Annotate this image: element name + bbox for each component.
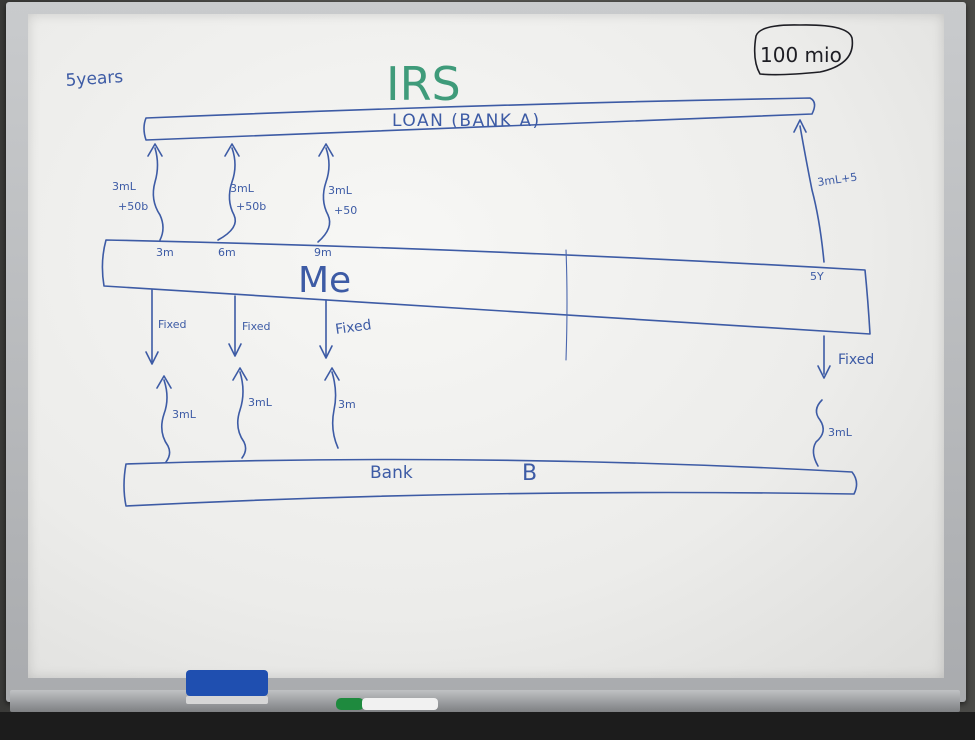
upper-arrow-3 — [317, 147, 331, 243]
upper-spread-1: +50b — [118, 200, 148, 213]
notional-box — [753, 24, 854, 76]
upper-period-4: 5Y — [810, 270, 824, 283]
fixed-arrowhead-3 — [319, 345, 333, 359]
lower-arrow-4 — [812, 399, 824, 467]
me-label: Me — [298, 260, 351, 301]
fixed-label-1: Fixed — [158, 318, 187, 331]
me-bar — [101, 239, 871, 335]
upper-arrowhead-2 — [224, 143, 240, 157]
marker-body — [362, 698, 438, 710]
upper-arrowhead-3 — [318, 143, 334, 157]
lower-label-4: 3mL — [828, 426, 853, 439]
bank-b-letter: B — [522, 461, 537, 486]
fixed-arrowhead-2 — [228, 343, 242, 357]
fixed-arrowhead-4 — [817, 365, 831, 379]
loan-bank-a-bar — [143, 97, 816, 141]
upper-period-1: 3m — [156, 246, 174, 259]
me-bar-divider — [565, 249, 568, 361]
marker-cap — [336, 698, 364, 710]
upper-period-2: 6m — [218, 246, 236, 259]
lower-label-2: 3mL — [248, 396, 273, 409]
upper-rate-3: 3mL — [328, 184, 353, 197]
lower-label-1: 3mL — [172, 408, 197, 421]
lower-arrow-2 — [236, 371, 247, 459]
upper-arrow-2 — [217, 147, 237, 241]
lower-arrowhead-1 — [156, 375, 172, 389]
eraser-felt — [186, 696, 268, 704]
bank-b-bar — [123, 458, 858, 507]
upper-spread-3: +50 — [334, 204, 357, 217]
floor — [0, 712, 975, 740]
fixed-label-4: Fixed — [838, 352, 874, 368]
notional-label: 100 mio — [760, 43, 842, 67]
lower-arrowhead-2 — [232, 367, 248, 381]
upper-rate-2: 3mL — [230, 182, 255, 195]
lower-arrow-1 — [160, 379, 171, 463]
upper-spread-2: +50b — [236, 200, 266, 213]
eraser — [186, 670, 268, 696]
fixed-label-3: Fixed — [334, 317, 372, 338]
term-label: 5years — [65, 67, 124, 91]
bank-b-label: Bank — [370, 463, 413, 483]
upper-arrowhead-4 — [793, 119, 807, 133]
lower-label-3: 3m — [338, 398, 356, 411]
upper-arrow-4 — [799, 125, 825, 263]
upper-rate-1: 3mL — [112, 180, 137, 193]
loan-label: LOAN (BANK A) — [392, 111, 541, 131]
whiteboard-surface — [28, 14, 944, 678]
lower-arrowhead-3 — [324, 367, 340, 381]
fixed-arrowhead-1 — [145, 351, 159, 365]
upper-arrow-1 — [152, 147, 164, 241]
upper-rate-4: 3mL+5 — [817, 171, 858, 189]
fixed-label-2: Fixed — [242, 320, 271, 333]
upper-period-3: 9m — [314, 246, 332, 259]
lower-arrow-3 — [331, 371, 339, 449]
upper-arrowhead-1 — [147, 143, 163, 157]
title-irs: IRS — [386, 57, 461, 111]
